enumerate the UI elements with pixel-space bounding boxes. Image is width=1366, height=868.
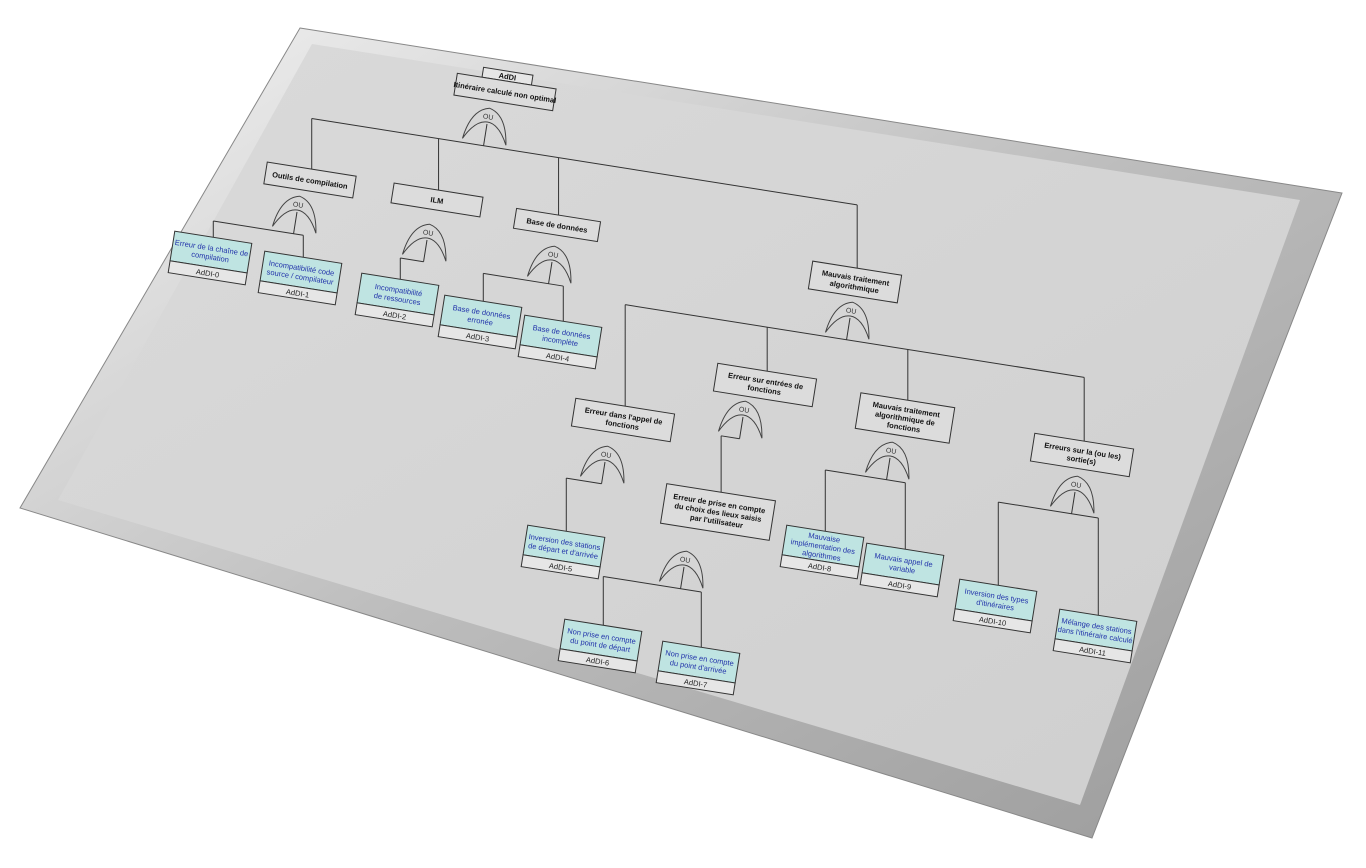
event-code: AdDI-6: [585, 655, 609, 668]
connector-bar: [213, 220, 304, 236]
connector-line: [548, 261, 553, 284]
or-gate-icon: OU: [461, 107, 507, 146]
connector-line: [886, 457, 891, 480]
event-code: AdDI-10: [978, 615, 1007, 628]
gate-label: OU: [547, 251, 558, 260]
event-code: AdDI-3: [465, 331, 489, 344]
gate-label: OU: [600, 451, 611, 460]
connector-line: [483, 123, 488, 146]
event-code: AdDI-7: [683, 677, 707, 690]
event-code: AdDI-9: [887, 579, 911, 592]
gate-label: OU: [679, 556, 690, 565]
connector-bar: [625, 304, 1085, 378]
connector-bar: [603, 575, 702, 593]
or-gate-icon: OU: [1049, 475, 1095, 514]
or-gate-icon: OU: [864, 441, 910, 480]
event-label: variable: [888, 563, 915, 576]
gate-label: OU: [292, 201, 303, 210]
or-gate-icon: OU: [717, 400, 763, 439]
intermediate-event-ilm[interactable]: ILM: [390, 182, 484, 218]
or-gate-icon: OU: [658, 550, 704, 589]
intermediate-event-sorties[interactable]: Erreurs sur la (ou les)sortie(s): [1029, 432, 1135, 478]
event-code: AdDI-11: [1079, 645, 1107, 658]
connector-bar: [311, 118, 858, 206]
gate-label: OU: [885, 447, 896, 456]
event-code: AdDI-8: [807, 561, 831, 574]
gate-label: OU: [1070, 481, 1081, 490]
intermediate-event-outils[interactable]: Outils de compilation: [263, 161, 357, 199]
connector-line: [1071, 491, 1076, 514]
event-label: erronée: [467, 315, 494, 328]
connector-line: [293, 211, 298, 234]
event-code: AdDI-4: [545, 351, 569, 364]
or-gate-icon: OU: [271, 195, 317, 234]
event-label: ILM: [430, 195, 444, 206]
gate-label: OU: [422, 229, 433, 238]
or-gate-icon: OU: [579, 445, 625, 484]
connector-bar: [483, 272, 564, 287]
gate-label: OU: [482, 113, 493, 122]
connector-line: [601, 461, 606, 484]
or-gate-icon: OU: [526, 245, 572, 284]
connector-bar: [825, 469, 906, 484]
connector-line: [739, 416, 744, 439]
event-code: AdDI-5: [548, 561, 572, 574]
connector-bar: [400, 257, 424, 263]
intermediate-event-bdd[interactable]: Base de données: [512, 207, 602, 243]
event-code: AdDI-0: [195, 267, 219, 280]
gate-label: OU: [845, 307, 856, 316]
or-gate-icon: OU: [401, 223, 447, 262]
or-gate-icon: OU: [824, 301, 870, 340]
connector-line: [680, 566, 685, 589]
connector-bar: [566, 477, 602, 485]
connector-bar: [998, 501, 1099, 519]
connector-bar: [721, 435, 740, 440]
connector-line: [423, 239, 428, 262]
gate-label: OU: [738, 406, 749, 415]
event-code: AdDI: [498, 71, 517, 83]
event-code: AdDI-2: [382, 309, 406, 322]
event-code: AdDI-1: [285, 287, 309, 300]
connector-line: [846, 317, 851, 340]
